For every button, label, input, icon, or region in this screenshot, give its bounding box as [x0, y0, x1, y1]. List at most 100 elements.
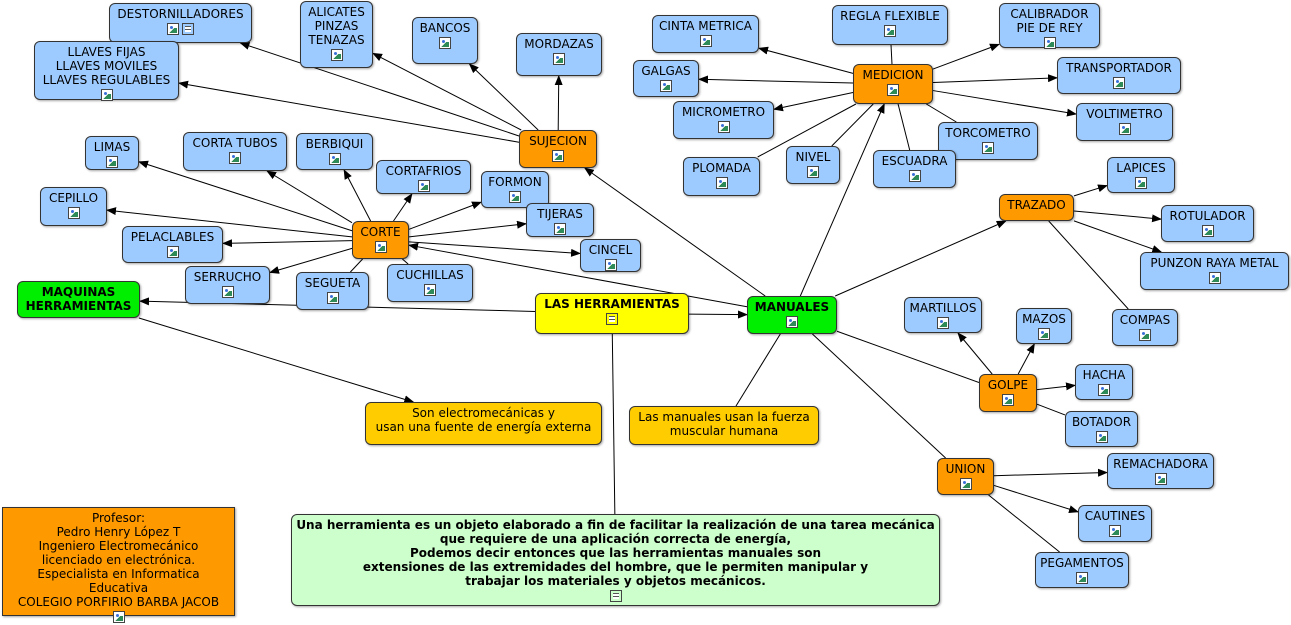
image-icon[interactable]	[113, 611, 125, 623]
image-icon[interactable]	[718, 121, 730, 133]
node-cepillo[interactable]: CEPILLO	[40, 187, 107, 226]
image-icon[interactable]	[1098, 384, 1110, 396]
image-icon[interactable]	[375, 241, 387, 253]
node-sujecion[interactable]: SUJECION	[519, 130, 597, 168]
image-icon[interactable]	[106, 156, 118, 168]
node-golpe[interactable]: GOLPE	[979, 374, 1037, 412]
node-mordazas[interactable]: MORDAZAS	[516, 33, 602, 76]
node-escuadra[interactable]: ESCUADRA	[873, 150, 956, 188]
node-nivel[interactable]: NIVEL	[786, 146, 840, 184]
edge-trazado-to-punzon	[1074, 221, 1161, 252]
node-union[interactable]: UNION	[937, 458, 994, 495]
image-icon[interactable]	[1155, 473, 1167, 485]
node-botador[interactable]: BOTADOR	[1065, 411, 1138, 447]
node-maquinas[interactable]: MAQUINAS HERRAMIENTAS	[17, 281, 140, 318]
node-micrometro[interactable]: MICROMETRO	[673, 101, 774, 139]
image-icon[interactable]	[1209, 272, 1221, 284]
image-icon[interactable]	[1096, 431, 1108, 443]
node-tijeras[interactable]: TIJERAS	[526, 203, 594, 237]
node-manuales[interactable]: MANUALES	[747, 296, 837, 334]
image-icon[interactable]	[716, 177, 728, 189]
node-serrucho[interactable]: SERRUCHO	[185, 266, 270, 304]
image-icon[interactable]	[167, 246, 179, 258]
node-def_manuales[interactable]: Las manuales usan la fuerza muscular hum…	[629, 406, 819, 445]
node-regla[interactable]: REGLA FLEXIBLE	[832, 5, 948, 45]
image-icon[interactable]	[229, 152, 241, 164]
node-mazos[interactable]: MAZOS	[1016, 308, 1072, 344]
image-icon[interactable]	[1038, 328, 1050, 340]
node-plomada[interactable]: PLOMADA	[683, 157, 760, 196]
image-icon[interactable]	[552, 150, 564, 162]
image-icon[interactable]	[1113, 77, 1125, 89]
image-icon[interactable]	[982, 142, 994, 154]
node-berbiqui[interactable]: BERBIQUI	[296, 133, 373, 170]
node-cincel[interactable]: CINCEL	[580, 239, 641, 272]
node-medicion[interactable]: MEDICION	[853, 64, 933, 104]
image-icon[interactable]	[439, 37, 451, 49]
node-lapices[interactable]: LAPICES	[1107, 157, 1175, 193]
node-cortatubos[interactable]: CORTA TUBOS	[183, 132, 287, 171]
node-bancos[interactable]: BANCOS	[412, 17, 478, 64]
node-rotulador[interactable]: ROTULADOR	[1161, 205, 1254, 242]
image-icon[interactable]	[1002, 394, 1014, 406]
doc-icon[interactable]	[610, 590, 622, 602]
node-remachadora[interactable]: REMACHADORA	[1107, 453, 1214, 489]
image-icon[interactable]	[331, 49, 343, 61]
node-galgas[interactable]: GALGAS	[633, 60, 699, 97]
image-icon[interactable]	[786, 316, 798, 328]
image-icon[interactable]	[1119, 123, 1131, 135]
image-icon[interactable]	[1109, 525, 1121, 537]
image-icon[interactable]	[887, 84, 899, 96]
node-punzon[interactable]: PUNZON RAYA METAL	[1140, 252, 1289, 290]
image-icon[interactable]	[807, 166, 819, 178]
image-icon[interactable]	[1202, 225, 1214, 237]
image-icon[interactable]	[700, 35, 712, 47]
image-icon[interactable]	[327, 292, 339, 304]
image-icon[interactable]	[660, 80, 672, 92]
doc-icon[interactable]	[606, 313, 618, 325]
node-cuchillas[interactable]: CUCHILLAS	[387, 264, 473, 302]
image-icon[interactable]	[167, 23, 179, 35]
node-pegamentos[interactable]: PEGAMENTOS	[1035, 552, 1129, 588]
image-icon[interactable]	[509, 191, 521, 203]
image-icon[interactable]	[554, 223, 566, 235]
image-icon[interactable]	[553, 53, 565, 65]
image-icon[interactable]	[1135, 177, 1147, 189]
image-icon[interactable]	[937, 317, 949, 329]
node-segueta[interactable]: SEGUETA	[296, 272, 369, 310]
doc-icon[interactable]	[182, 23, 194, 35]
node-compas[interactable]: COMPAS	[1112, 309, 1178, 346]
image-icon[interactable]	[909, 170, 921, 182]
image-icon[interactable]	[960, 478, 972, 490]
node-pelacables[interactable]: PELACLABLES	[122, 226, 223, 263]
image-icon[interactable]	[1076, 572, 1088, 584]
image-icon[interactable]	[1044, 37, 1056, 49]
image-icon[interactable]	[101, 89, 113, 101]
node-calibrador[interactable]: CALIBRADOR PIE DE REY	[999, 3, 1100, 48]
image-icon[interactable]	[418, 180, 430, 192]
image-icon[interactable]	[1139, 329, 1151, 341]
node-cinta[interactable]: CINTA METRICA	[652, 15, 759, 53]
node-llaves[interactable]: LLAVES FIJAS LLAVES MOVILES LLAVES REGUL…	[34, 41, 179, 100]
node-cautines[interactable]: CAUTINES	[1078, 505, 1152, 542]
image-icon[interactable]	[68, 207, 80, 219]
node-limas[interactable]: LIMAS	[85, 136, 139, 170]
image-icon[interactable]	[884, 25, 896, 37]
node-hacha[interactable]: HACHA	[1075, 364, 1133, 400]
node-herramientas[interactable]: LAS HERRAMIENTAS	[535, 293, 689, 334]
node-voltimetro[interactable]: VOLTIMETRO	[1076, 103, 1173, 141]
node-martillos[interactable]: MARTILLOS	[904, 297, 982, 333]
image-icon[interactable]	[605, 259, 617, 271]
image-icon[interactable]	[424, 284, 436, 296]
image-icon[interactable]	[329, 153, 341, 165]
node-alicates[interactable]: ALICATES PINZAS TENAZAS	[300, 1, 373, 68]
node-cortafrios[interactable]: CORTAFRIOS	[376, 160, 471, 194]
node-destornilladores[interactable]: DESTORNILLADORES	[109, 3, 252, 43]
node-definicion[interactable]: Una herramienta es un objeto elaborado a…	[291, 514, 940, 606]
node-def_maquinas[interactable]: Son electromecánicas y usan una fuente d…	[365, 402, 602, 445]
image-icon[interactable]	[222, 286, 234, 298]
node-profesor[interactable]: Profesor: Pedro Henry López T Ingeniero …	[2, 507, 235, 616]
node-corte[interactable]: CORTE	[352, 221, 409, 259]
node-trazado[interactable]: TRAZADO	[999, 194, 1074, 221]
node-transportador[interactable]: TRANSPORTADOR	[1057, 57, 1181, 94]
